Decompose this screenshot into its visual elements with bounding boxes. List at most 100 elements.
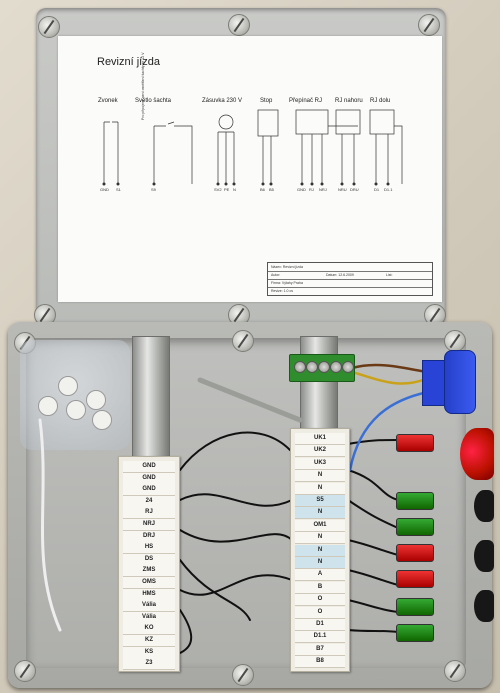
- diagram-title: Revizní jízda: [97, 56, 160, 68]
- schematic-lines: [102, 109, 403, 186]
- gland-ring: [92, 410, 112, 430]
- terminal-label: KS: [123, 646, 175, 659]
- terminal-label: DRU: [350, 187, 359, 192]
- title-block-revision: Revize: 1.0 cs: [271, 289, 293, 293]
- terminal-label: HMS: [123, 588, 175, 601]
- base-screw-bottom-left: [14, 660, 36, 682]
- terminal-label: D1.1: [384, 187, 393, 192]
- selector-knob[interactable]: [474, 540, 494, 572]
- base-screw-bottom-right: [444, 660, 466, 682]
- terminal-label: RJ: [309, 187, 314, 192]
- terminal-label: GND: [123, 484, 175, 497]
- section-stop: Stop: [260, 98, 273, 104]
- terminal-label: N: [295, 532, 345, 545]
- gland-ring: [86, 390, 106, 410]
- terminal-label: HS: [123, 542, 175, 555]
- terminal-label: OM1: [295, 519, 345, 532]
- terminal-label: N: [295, 470, 345, 483]
- title-block-company: Firma: Výtahy Praha: [271, 281, 303, 285]
- terminal-label: Vália: [123, 611, 175, 624]
- section-zvonek: Zvonek: [98, 98, 118, 104]
- terminal-label: DS: [123, 553, 175, 566]
- title-block-date: Datum: 12.6.2009: [326, 273, 354, 277]
- terminal-label: UK1: [295, 433, 345, 445]
- terminal-label: RJ: [123, 507, 175, 520]
- switch-green[interactable]: [396, 518, 434, 536]
- terminal-label: A: [295, 569, 345, 582]
- terminal-label: NRJ: [319, 187, 327, 192]
- terminal-label: N: [295, 482, 345, 495]
- emergency-stop-button[interactable]: [460, 428, 494, 480]
- terminal-label: S9: [151, 187, 156, 192]
- terminal-label: B7: [295, 643, 345, 656]
- cable-gland-bag: [20, 340, 130, 450]
- terminal-label: NRU: [338, 187, 347, 192]
- terminal-label: DRJ: [123, 530, 175, 543]
- section-zasuvka: Zásuvka 230 V: [202, 98, 243, 104]
- terminal-label: SV2: [214, 187, 222, 192]
- terminal-label: GND: [123, 472, 175, 485]
- title-block-author: Autor:: [271, 273, 281, 277]
- selector-knob[interactable]: [474, 490, 494, 522]
- terminal-label: S1: [116, 187, 121, 192]
- terminal-label: Z3: [123, 658, 175, 671]
- terminal-label: B: [295, 581, 345, 594]
- terminal-label: S5: [295, 495, 345, 507]
- terminal-label: Vália: [123, 600, 175, 613]
- terminal-label: N: [233, 187, 236, 192]
- terminal-label: KZ: [123, 635, 175, 647]
- terminal-label: UK2: [295, 445, 345, 458]
- title-block-name: Název: Revizní jízda: [271, 265, 303, 269]
- power-socket[interactable]: [444, 350, 476, 414]
- terminal-label: NRJ: [123, 519, 175, 531]
- title-block-sheet: List:: [386, 273, 393, 277]
- base-screw-bottom-center: [232, 664, 254, 686]
- terminal-label: GND: [297, 187, 306, 192]
- terminal-label: B8: [295, 656, 345, 669]
- bus-screw: [318, 361, 330, 373]
- gland-ring: [66, 400, 86, 420]
- terminal-label: PE: [224, 187, 230, 192]
- lid-screw-top-left: [38, 16, 60, 38]
- title-block: Název: Revizní jízda Autor: Datum: 12.6.…: [267, 262, 433, 296]
- section-nahoru: RJ nahoru: [335, 98, 363, 104]
- gland-ring: [58, 376, 78, 396]
- lid-screw-top-right: [418, 14, 440, 36]
- terminal-label: N: [295, 507, 345, 520]
- switch-green[interactable]: [396, 624, 434, 642]
- wiring-diagram-sheet: Revizní jízda Zvonek Světlo šachta Zásuv…: [58, 36, 442, 302]
- switch-green[interactable]: [396, 598, 434, 616]
- terminal-label: GND: [100, 187, 109, 192]
- base-screw-top-center: [232, 330, 254, 352]
- switch-red[interactable]: [396, 570, 434, 588]
- terminal-label: UK3: [295, 457, 345, 470]
- terminal-label: D1.1: [295, 631, 345, 644]
- bus-screw: [294, 361, 306, 373]
- terminal-label: B5: [269, 187, 274, 192]
- switch-green[interactable]: [396, 492, 434, 510]
- terminal-label: ZMS: [123, 565, 175, 578]
- selector-knob[interactable]: [474, 590, 494, 622]
- terminal-label: D1: [295, 619, 345, 631]
- section-svetlo: Světlo šachta: [135, 98, 172, 104]
- terminal-label: 24: [123, 495, 175, 508]
- switch-red-top[interactable]: [396, 434, 434, 452]
- switch-red[interactable]: [396, 544, 434, 562]
- terminal-label: O: [295, 606, 345, 619]
- terminal-label: D1: [374, 187, 380, 192]
- terminal-label: OMS: [123, 577, 175, 589]
- lid-screw-top-center: [228, 14, 250, 36]
- section-dolu: RJ dolu: [370, 98, 391, 104]
- terminal-label: O: [295, 594, 345, 607]
- terminal-label: B6: [260, 187, 265, 192]
- bus-screw: [342, 361, 354, 373]
- terminal-label: KO: [123, 623, 175, 636]
- terminal-label: N: [295, 557, 345, 569]
- terminal-label: GND: [123, 461, 175, 473]
- terminal-label: N: [295, 544, 345, 557]
- bus-screw: [330, 361, 342, 373]
- gland-ring: [38, 396, 58, 416]
- bus-screw: [306, 361, 318, 373]
